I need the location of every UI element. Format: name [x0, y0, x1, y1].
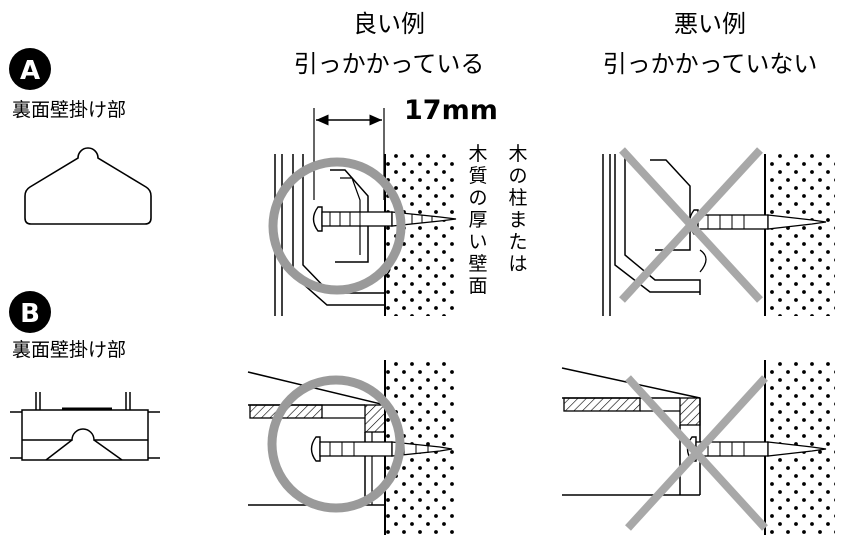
type-b-badge-letter: B [20, 299, 40, 329]
good-a-wall [385, 154, 457, 316]
type-a-hanger-shape [24, 147, 152, 225]
bad-a-wall [765, 154, 835, 316]
bad-subheading: 引っかかっていない [603, 50, 818, 78]
good-example-b [247, 360, 457, 535]
good-a-screw [312, 206, 457, 232]
bad-b-cross-mark [625, 375, 768, 531]
good-b-screw [310, 436, 453, 462]
good-b-highlight-circle [267, 375, 405, 513]
dimension-label: 17mm [404, 95, 498, 126]
type-b-hanger-shape [10, 392, 160, 461]
type-a-badge-letter: A [20, 56, 40, 86]
type-b-badge: B [9, 291, 51, 333]
good-subheading: 引っかかっている [294, 50, 485, 78]
good-heading: 良い例 [353, 10, 425, 38]
bad-example-b [561, 360, 835, 535]
wall-note-col1: 木の柱または [508, 143, 527, 275]
good-example-a [268, 154, 457, 316]
type-b-label: 裏面壁掛け部 [12, 339, 126, 361]
type-a-label: 裏面壁掛け部 [12, 99, 126, 121]
bad-example-a [602, 147, 835, 316]
wall-note-col2: 木質の厚い壁面 [468, 143, 487, 297]
bad-a-cross-mark [619, 147, 763, 303]
bad-heading: 悪い例 [674, 10, 746, 38]
type-a-badge: A [9, 48, 51, 90]
good-a-highlight-circle [268, 157, 406, 295]
wall-note: 木の柱または 木質の厚い壁面 [468, 143, 527, 297]
